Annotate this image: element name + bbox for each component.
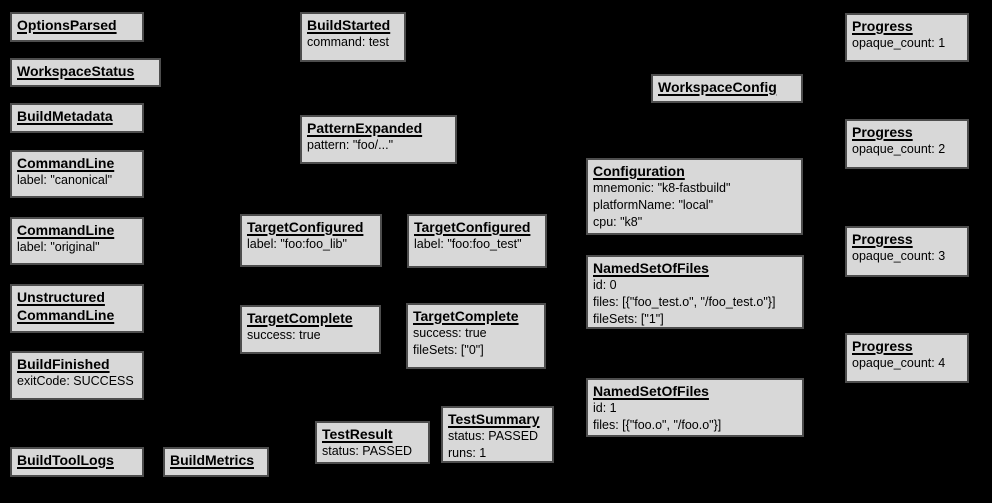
- node-configuration: Configuration mnemonic: "k8-fastbuild" pl…: [586, 158, 803, 235]
- node-target-configured-foo-test: TargetConfigured label: "foo:foo_test": [407, 214, 547, 268]
- node-line: files: [{"foo.o", "/foo.o"}]: [593, 418, 722, 432]
- node-build-metrics: BuildMetrics: [163, 447, 269, 477]
- node-line: id: 0: [593, 278, 617, 292]
- node-named-set-of-files-1: NamedSetOfFiles id: 1 files: [{"foo.o", "…: [586, 378, 804, 437]
- node-pattern-expanded: PatternExpanded pattern: "foo/...": [300, 115, 457, 164]
- node-workspace-config: WorkspaceConfig: [651, 74, 803, 103]
- node-line: label: "foo:foo_test": [414, 237, 522, 251]
- node-line: opaque_count: 1: [852, 36, 946, 50]
- node-build-tool-logs: BuildToolLogs: [10, 447, 144, 477]
- node-line: mnemonic: "k8-fastbuild": [593, 181, 731, 195]
- node-line: opaque_count: 4: [852, 356, 946, 370]
- node-title: WorkspaceStatus: [17, 63, 135, 79]
- node-line: exitCode: SUCCESS: [17, 374, 134, 388]
- node-title: Progress: [852, 124, 913, 140]
- node-title: BuildToolLogs: [17, 452, 114, 468]
- node-unstructured-command-line: Unstructured CommandLine: [10, 284, 144, 333]
- node-title: BuildMetadata: [17, 108, 113, 124]
- node-line: success: true: [413, 326, 487, 340]
- node-line: opaque_count: 2: [852, 142, 946, 156]
- node-line: label: "canonical": [17, 173, 113, 187]
- node-test-summary: TestSummary status: PASSED runs: 1: [441, 406, 554, 463]
- node-line: label: "foo:foo_lib": [247, 237, 347, 251]
- node-build-started: BuildStarted command: test: [300, 12, 406, 62]
- node-line: status: PASSED: [322, 444, 413, 458]
- node-title: BuildMetrics: [170, 452, 255, 468]
- node-line: files: [{"foo_test.o", "/foo_test.o"}]: [593, 295, 776, 309]
- node-line: fileSets: ["0"]: [413, 343, 484, 357]
- node-workspace-status: WorkspaceStatus: [10, 58, 161, 87]
- node-build-finished: BuildFinished exitCode: SUCCESS: [10, 351, 144, 400]
- node-target-complete-foo-test: TargetComplete success: true fileSets: ["…: [406, 303, 546, 369]
- node-progress-3: Progress opaque_count: 3: [845, 226, 969, 277]
- node-line: status: PASSED: [448, 429, 539, 443]
- node-title: TargetComplete: [247, 310, 353, 326]
- node-title: Progress: [852, 338, 913, 354]
- node-title: TestResult: [322, 426, 393, 442]
- node-title: Progress: [852, 231, 913, 247]
- node-progress-4: Progress opaque_count: 4: [845, 333, 969, 383]
- node-line: opaque_count: 3: [852, 249, 946, 263]
- node-line: cpu: "k8": [593, 215, 643, 229]
- node-title: WorkspaceConfig: [658, 79, 777, 95]
- node-title: TargetComplete: [413, 308, 519, 324]
- node-line: pattern: "foo/...": [307, 138, 394, 152]
- node-title: PatternExpanded: [307, 120, 423, 136]
- node-command-line-original: CommandLine label: "original": [10, 217, 144, 265]
- node-line: label: "original": [17, 240, 100, 254]
- node-title: TestSummary: [448, 411, 540, 427]
- node-line: id: 1: [593, 401, 617, 415]
- node-title: CommandLine: [17, 222, 115, 238]
- node-options-parsed: OptionsParsed: [10, 12, 144, 42]
- node-build-metadata: BuildMetadata: [10, 103, 144, 133]
- node-progress-1: Progress opaque_count: 1: [845, 13, 969, 62]
- node-test-result: TestResult status: PASSED: [315, 421, 430, 464]
- node-line: success: true: [247, 328, 321, 342]
- node-progress-2: Progress opaque_count: 2: [845, 119, 969, 169]
- node-title: Progress: [852, 18, 913, 34]
- node-title: TargetConfigured: [414, 219, 531, 235]
- node-named-set-of-files-0: NamedSetOfFiles id: 0 files: [{"foo_test.…: [586, 255, 804, 329]
- node-target-configured-foo-lib: TargetConfigured label: "foo:foo_lib": [240, 214, 382, 267]
- node-title: NamedSetOfFiles: [593, 260, 709, 276]
- node-line: runs: 1: [448, 446, 487, 460]
- node-title: NamedSetOfFiles: [593, 383, 709, 399]
- node-command-line-canonical: CommandLine label: "canonical": [10, 150, 144, 198]
- node-title: BuildStarted: [307, 17, 391, 33]
- node-line: fileSets: ["1"]: [593, 312, 664, 326]
- node-target-complete-foo-lib: TargetComplete success: true: [240, 305, 381, 354]
- node-title: OptionsParsed: [17, 17, 117, 33]
- node-line: command: test: [307, 35, 389, 49]
- node-title: Unstructured CommandLine: [17, 289, 115, 323]
- node-title: TargetConfigured: [247, 219, 364, 235]
- node-title: BuildFinished: [17, 356, 110, 372]
- node-line: platformName: "local": [593, 198, 714, 212]
- node-title: CommandLine: [17, 155, 115, 171]
- node-title: Configuration: [593, 163, 685, 179]
